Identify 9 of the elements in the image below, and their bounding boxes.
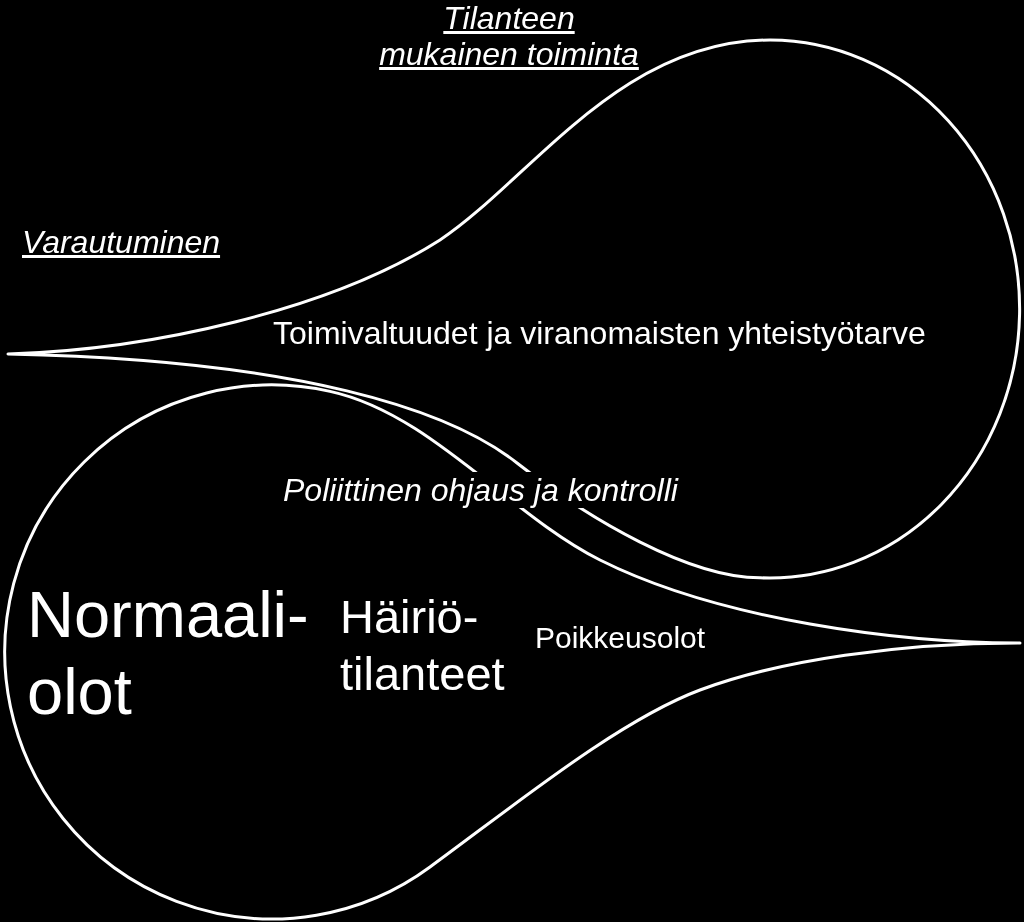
teardrop-shape	[6, 38, 1022, 580]
underlined-heading: Varautuminen	[22, 224, 221, 260]
caption-text: Poliittinen ohjaus ja kontrolli	[283, 472, 678, 508]
phase-label: Poikkeusolot	[535, 621, 706, 655]
teardrop-shape	[3, 383, 1022, 921]
phase-label: Normaali- olot	[27, 577, 310, 730]
underlined-heading: Tilanteen mukainen toiminta	[378, 0, 640, 72]
shape-label: Toimivaltuudet ja viranomaisten yhteistyötarve	[273, 315, 926, 351]
phase-label: Häiriö- tilanteet	[340, 589, 506, 702]
